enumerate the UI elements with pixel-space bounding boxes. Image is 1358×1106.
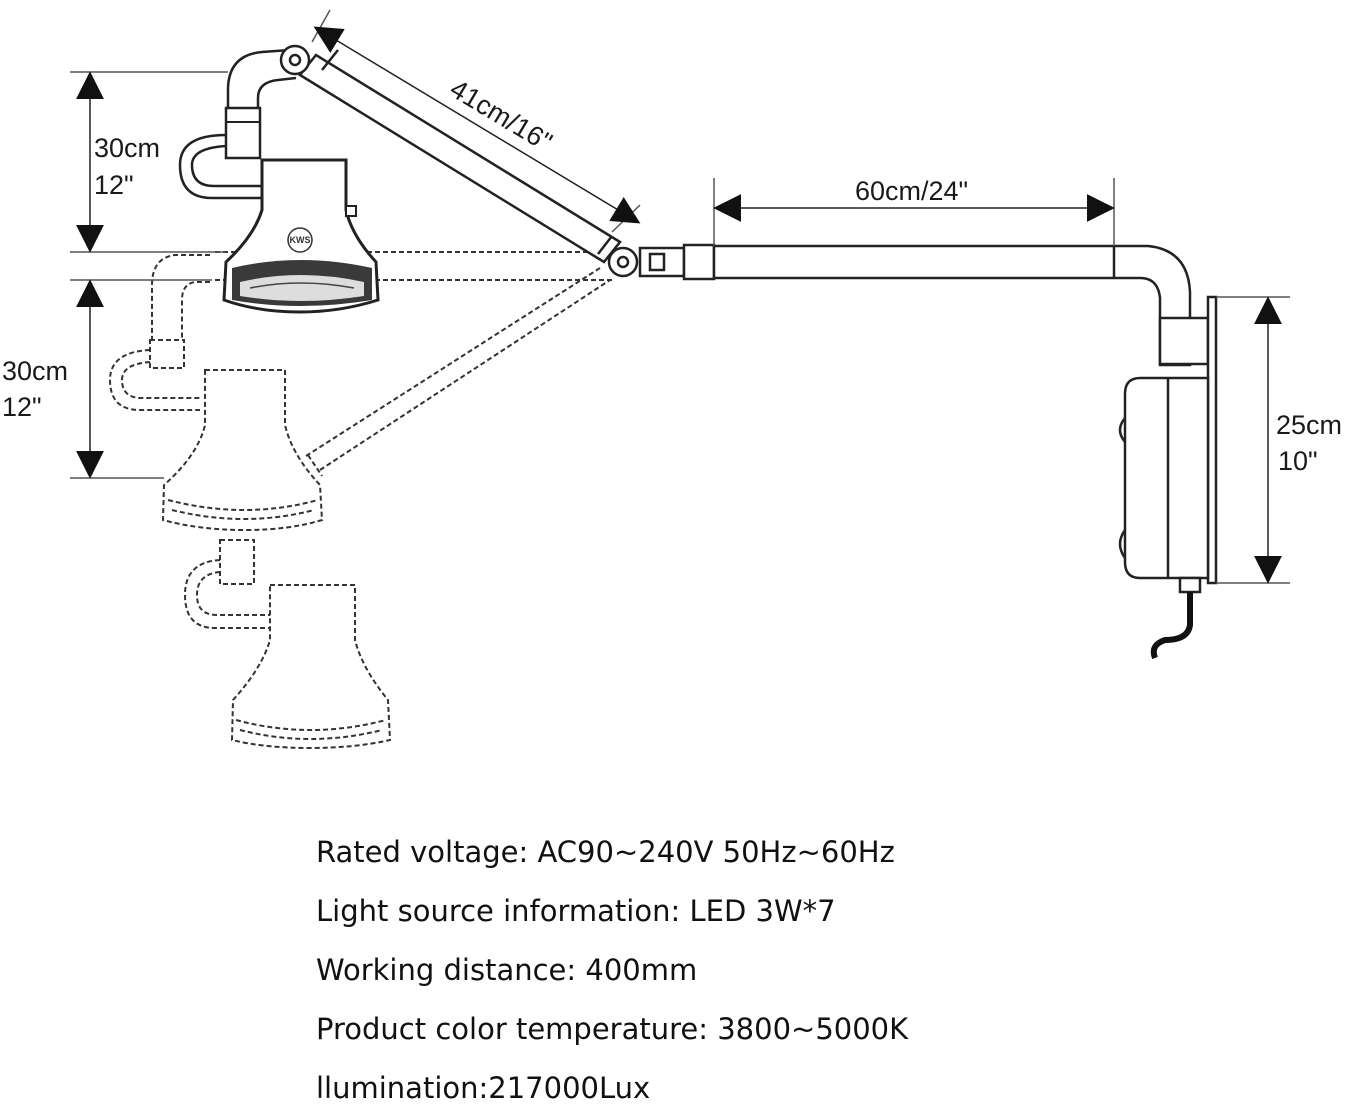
lamp-head-lowered-positions <box>108 251 612 750</box>
logo-text: KWS <box>290 235 311 245</box>
dim-head-lower-cm: 30cm <box>2 356 68 386</box>
lamp-dimension-drawing: KWS <box>2 9 1342 750</box>
spec-working-distance: Working distance: 400mm <box>316 953 698 987</box>
dim-boom-length: 60cm/24" <box>855 176 968 206</box>
dim-head-lower-inch: 12" <box>2 392 42 422</box>
wall-control-box <box>1118 295 1218 660</box>
dim-head-top-inch: 12" <box>94 170 134 200</box>
dimension-arrows <box>76 26 1282 584</box>
spec-color-temperature: Product color temperature: 3800~5000K <box>316 1012 909 1046</box>
dim-head-top-cm: 30cm <box>94 133 160 163</box>
spec-list: Rated voltage: AC90~240V 50Hz~60Hz Light… <box>316 830 908 1106</box>
spec-rated-voltage: Rated voltage: AC90~240V 50Hz~60Hz <box>316 835 895 869</box>
dim-wall-box-inch: 10" <box>1278 446 1318 476</box>
dim-wall-box-cm: 25cm <box>1276 410 1342 440</box>
lamp-boom <box>638 243 1210 367</box>
logo-badge <box>287 227 313 253</box>
spec-light-source: Light source information: LED 3W*7 <box>316 894 836 928</box>
spec-illumination: llumination:217000Lux <box>316 1071 651 1105</box>
